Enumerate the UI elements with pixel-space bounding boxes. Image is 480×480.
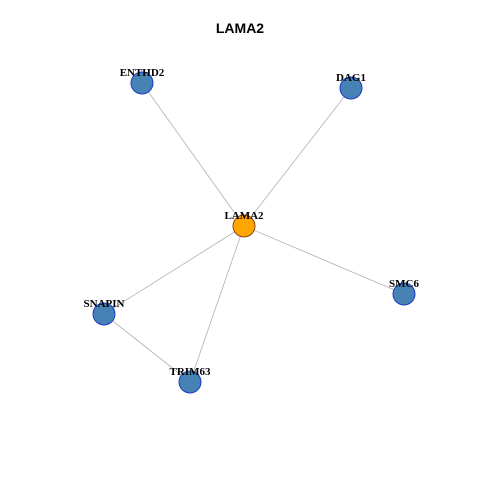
edge-lama2-snapin [103,225,245,315]
node-smc6 [392,282,416,306]
edge-lama2-enthd2 [141,82,245,227]
edge-lama2-dag1 [243,87,352,227]
node-label-dag1: DAG1 [336,72,366,84]
node-dag1 [339,76,363,100]
node-label-enthd2: ENTHD2 [120,67,165,79]
edge-snapin-trim63 [103,313,191,383]
node-label-smc6: SMC6 [389,278,419,290]
edge-lama2-trim63 [189,225,245,383]
node-trim63 [178,370,202,394]
node-label-snapin: SNAPIN [84,298,125,310]
node-label-trim63: TRIM63 [170,366,211,378]
node-lama2 [232,214,256,238]
node-label-lama2: LAMA2 [224,210,264,222]
diagram-title: LAMA2 [215,20,265,36]
nodes-layer [92,71,416,394]
edges-layer [103,82,405,383]
edge-lama2-smc6 [243,225,405,295]
node-enthd2 [130,71,154,95]
node-snapin [92,302,116,326]
